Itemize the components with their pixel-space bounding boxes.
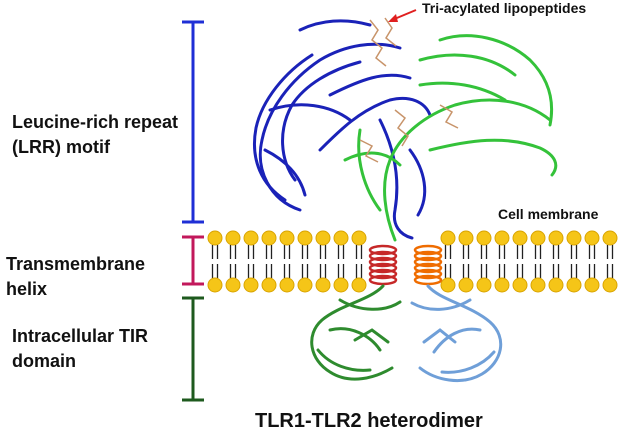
lipid-head [243,230,259,246]
lipid-head [494,277,510,293]
lrr-motif-label: Leucine-rich repeat (LRR) motif [12,110,187,160]
cell-membrane-label: Cell membrane [498,206,599,222]
tir-label-line1: Intracellular TIR [12,326,149,346]
tir-domain-left [310,284,402,381]
lipid-head [279,277,295,293]
lipid-head [243,277,259,293]
lrr-label-line2: (LRR) motif [12,137,110,157]
lipid-head [530,277,546,293]
lrr-label-line1: Leucine-rich repeat [12,112,179,132]
lipid-head [279,230,295,246]
lipid-head [333,277,349,293]
lipopeptides-label: Tri-acylated lipopeptides [422,0,587,16]
lipid-bilayer-icon [207,230,618,293]
lipid-head [548,277,564,293]
tir-domain-right [410,284,503,382]
tlr2-transmembrane-helix [413,244,443,286]
lipid-head [584,277,600,293]
tir-label-line2: domain [12,351,77,371]
tlr1-lrr-domain [253,19,432,240]
lipid-head [476,230,492,246]
tlr2-lrr-domain [343,34,558,242]
tir-bracket [182,296,204,402]
lipid-head [512,277,528,293]
lipid-head [351,277,367,293]
lipid-head [602,230,618,246]
transmembrane-label: Transmembrane helix [6,254,146,299]
lipid-head [297,277,313,293]
lrr-bracket [182,20,204,224]
lipid-head [297,230,313,246]
lipid-head [261,230,277,246]
tir-domain-label: Intracellular TIR domain [12,324,182,374]
lipid-head [333,230,349,246]
lipid-head [584,230,600,246]
tlr1-transmembrane-helix [368,244,398,286]
transmembrane-bracket [182,235,204,286]
lipopeptides [359,17,459,163]
lipid-head [315,277,331,293]
lipid-head [566,277,582,293]
lipid-head [566,230,582,246]
lipid-head [261,277,277,293]
lipid-head [207,230,223,246]
lipid-head [225,277,241,293]
lipid-head [458,230,474,246]
lipid-head [207,277,223,293]
lipid-head [440,230,456,246]
lipid-head [602,277,618,293]
lipid-head [494,230,510,246]
lipid-head [225,230,241,246]
red-arrow-icon [388,9,417,22]
lipid-head [548,230,564,246]
diagram-title: TLR1-TLR2 heterodimer [255,410,483,432]
lipid-head [440,277,456,293]
lipid-head [512,230,528,246]
lipid-head [351,230,367,246]
lipid-head [458,277,474,293]
lipid-head [315,230,331,246]
lipid-head [530,230,546,246]
lipid-head [476,277,492,293]
